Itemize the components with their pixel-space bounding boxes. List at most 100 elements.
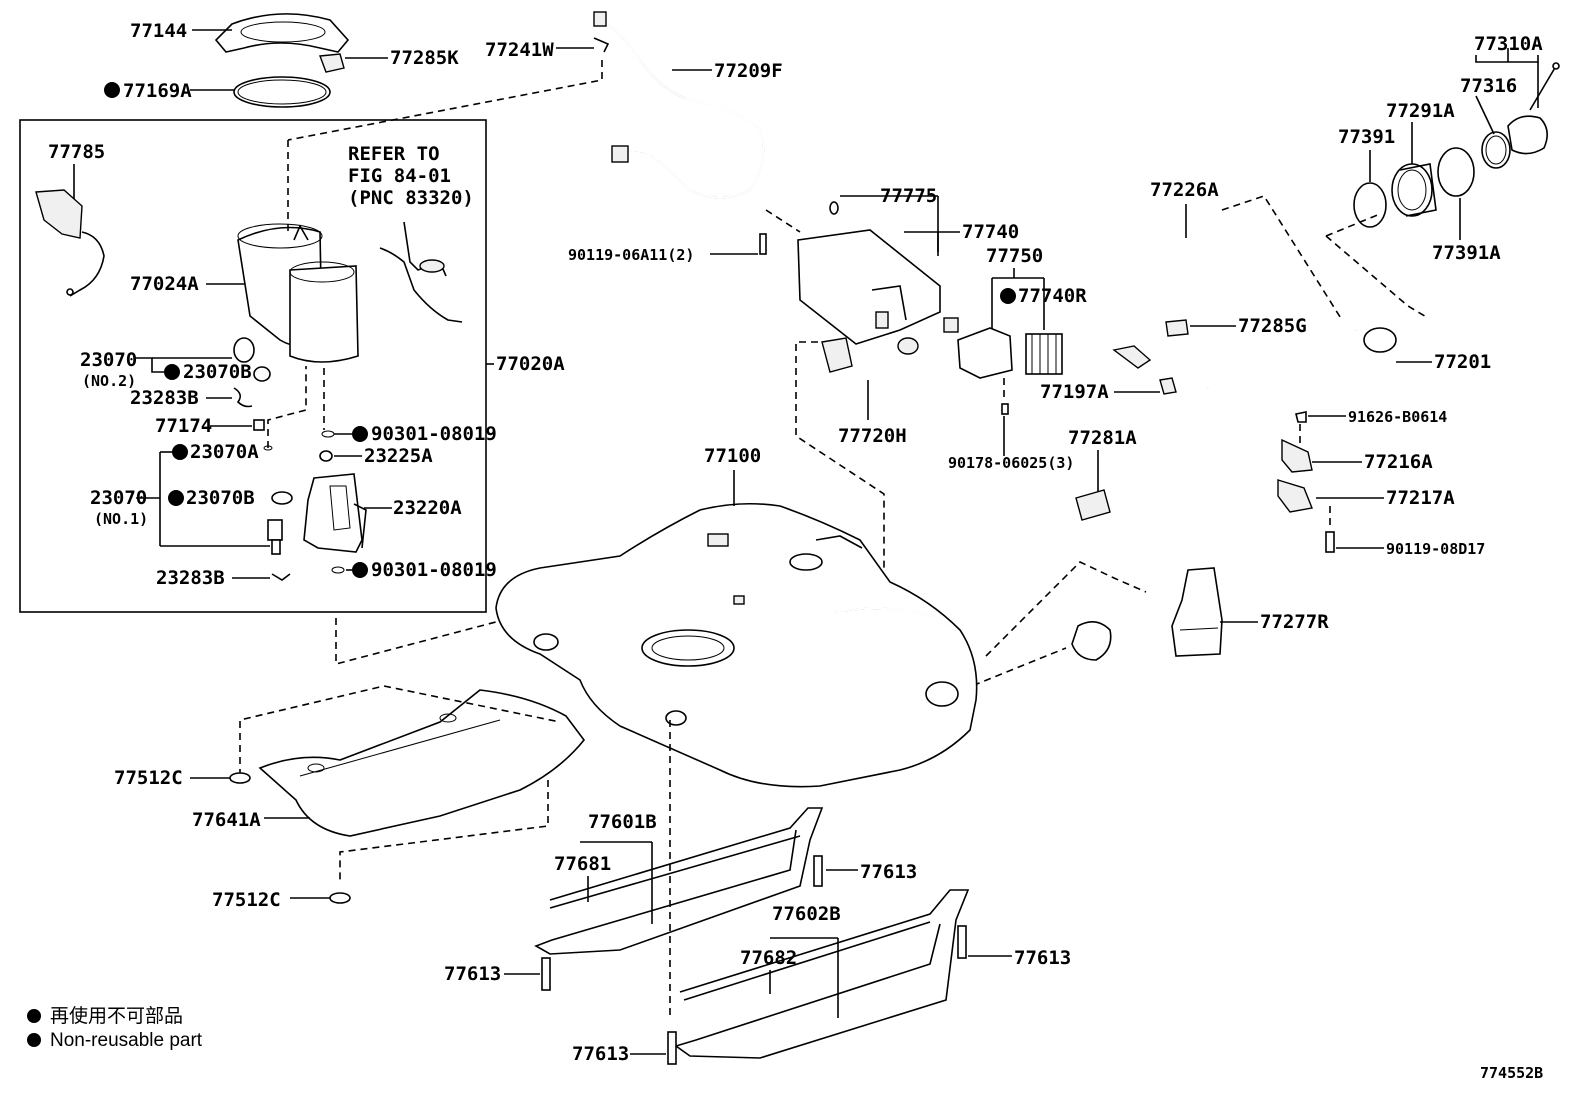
- filter-77740R: [1025, 333, 1063, 375]
- label-77241W: 77241W: [485, 39, 554, 61]
- label-no2: (NO.2): [82, 372, 136, 390]
- bracket-77216A: [1281, 438, 1313, 473]
- label-23283B-a: 23283B: [130, 387, 199, 409]
- label-77144: 77144: [130, 20, 187, 42]
- label-77310A: 77310A: [1474, 33, 1543, 55]
- refer-note-line3: (PNC 83320): [348, 187, 474, 209]
- legend-en: Non-reusable part: [50, 1030, 203, 1051]
- label-77291A: 77291A: [1386, 100, 1455, 122]
- protector-77281A: [1075, 489, 1111, 521]
- label-77277R: 77277R: [1260, 611, 1329, 633]
- gasket-77169A: [233, 76, 331, 108]
- label-77169A: 77169A: [123, 80, 192, 102]
- refer-note-line1: REFER TO: [348, 143, 440, 165]
- fuel-tank-77100: [495, 502, 978, 788]
- charcoal-canister-77740: [797, 229, 941, 345]
- legend-bullet-en: [27, 1033, 41, 1047]
- label-23070B-a: 23070B: [183, 361, 252, 383]
- heat-protector-77641A: [258, 689, 586, 837]
- label-77020A: 77020A: [496, 353, 565, 375]
- label-23070A: 23070A: [190, 441, 259, 463]
- label-90178: 90178-06025(3): [948, 454, 1074, 472]
- label-77100: 77100: [704, 445, 761, 467]
- label-77201: 77201: [1434, 351, 1491, 373]
- label-23070B-b: 23070B: [186, 487, 255, 509]
- label-77226A: 77226A: [1150, 179, 1219, 201]
- label-77720H: 77720H: [838, 425, 907, 447]
- fuel-pump-group-box: [19, 119, 487, 613]
- clip-77241W: [593, 37, 610, 53]
- label-23220A: 23220A: [393, 497, 462, 519]
- hose-77720H: [821, 337, 919, 377]
- label-77391: 77391: [1338, 126, 1395, 148]
- label-77285G: 77285G: [1238, 315, 1307, 337]
- filler-neck-77291A: [1391, 163, 1437, 217]
- label-77391A: 77391A: [1432, 242, 1501, 264]
- label-23070-no1: 23070: [90, 487, 147, 509]
- label-90301-b: 90301-08019: [371, 559, 497, 581]
- fuel-filter-23070: [267, 519, 283, 555]
- label-77209F: 77209F: [714, 60, 783, 82]
- retainer-ring-77144: [214, 13, 350, 53]
- fuel-tube-77209F: [593, 11, 765, 199]
- label-23283B-b: 23283B: [156, 567, 225, 589]
- clip-77285K: [319, 53, 345, 73]
- label-91626: 91626-B0614: [1348, 408, 1447, 426]
- seal-77174: [253, 419, 265, 431]
- label-77216A: 77216A: [1364, 451, 1433, 473]
- label-77285K: 77285K: [390, 47, 459, 69]
- label-77024A: 77024A: [130, 273, 199, 295]
- refer-note-line2: FIG 84-01: [348, 165, 451, 187]
- label-77613-c: 77613: [444, 963, 501, 985]
- label-90301-a: 90301-08019: [371, 423, 497, 445]
- legend-bullet-jp: [27, 1009, 41, 1023]
- fuel-pump-module-77024A: [237, 223, 359, 363]
- oring-77391A: [1437, 147, 1475, 197]
- fuel-pump-23220A: [303, 473, 367, 553]
- label-77512C-b: 77512C: [212, 889, 281, 911]
- label-23225A: 23225A: [364, 445, 433, 467]
- breather-tube-77226A: [1148, 208, 1224, 390]
- label-77681: 77681: [554, 853, 611, 875]
- oring-77391: [1353, 182, 1387, 228]
- label-77316: 77316: [1460, 75, 1517, 97]
- vent-valve-77750: [943, 317, 1013, 379]
- strap-77601B: [534, 807, 824, 955]
- strap-77602B: [674, 889, 970, 1059]
- label-77750: 77750: [986, 245, 1043, 267]
- label-90119-08D17: 90119-08D17: [1386, 540, 1485, 558]
- legend-jp: 再使用不可部品: [50, 1005, 183, 1027]
- fuel-sender-77785: [35, 189, 105, 297]
- label-77602B: 77602B: [772, 903, 841, 925]
- protector-77277R: [1171, 567, 1223, 657]
- clip-77285G: [1165, 319, 1189, 337]
- label-no1: (NO.1): [94, 510, 148, 528]
- pressure-regulator-23070: [233, 337, 255, 363]
- label-23070-no2: 23070: [80, 349, 137, 371]
- label-77613-a: 77613: [860, 861, 917, 883]
- bracket-77217A: [1277, 479, 1313, 513]
- clip-23283B-b: [271, 573, 291, 581]
- label-77682: 77682: [740, 947, 797, 969]
- label-77775: 77775: [880, 185, 937, 207]
- label-77785: 77785: [48, 141, 105, 163]
- seal-77316: [1481, 131, 1511, 169]
- label-77740R: 77740R: [1018, 285, 1087, 307]
- label-77613-d: 77613: [572, 1043, 629, 1065]
- label-77740: 77740: [962, 221, 1019, 243]
- label-77197A: 77197A: [1040, 381, 1109, 403]
- clip-77197A: [1159, 377, 1177, 395]
- label-90119-06A11: 90119-06A11(2): [568, 246, 694, 264]
- oring-23070B-a: [253, 366, 271, 382]
- clip-23283B-a: [233, 387, 253, 408]
- label-77174: 77174: [155, 415, 212, 437]
- nonreusable-bullet: [104, 82, 120, 98]
- label-77613-b: 77613: [1014, 947, 1071, 969]
- fuel-cap-77310A: [1507, 62, 1560, 155]
- label-77601B: 77601B: [588, 811, 657, 833]
- label-77512C-a: 77512C: [114, 767, 183, 789]
- figure-id: 774552B: [1480, 1064, 1543, 1082]
- fuel-gauge-sender-ref: [379, 221, 463, 323]
